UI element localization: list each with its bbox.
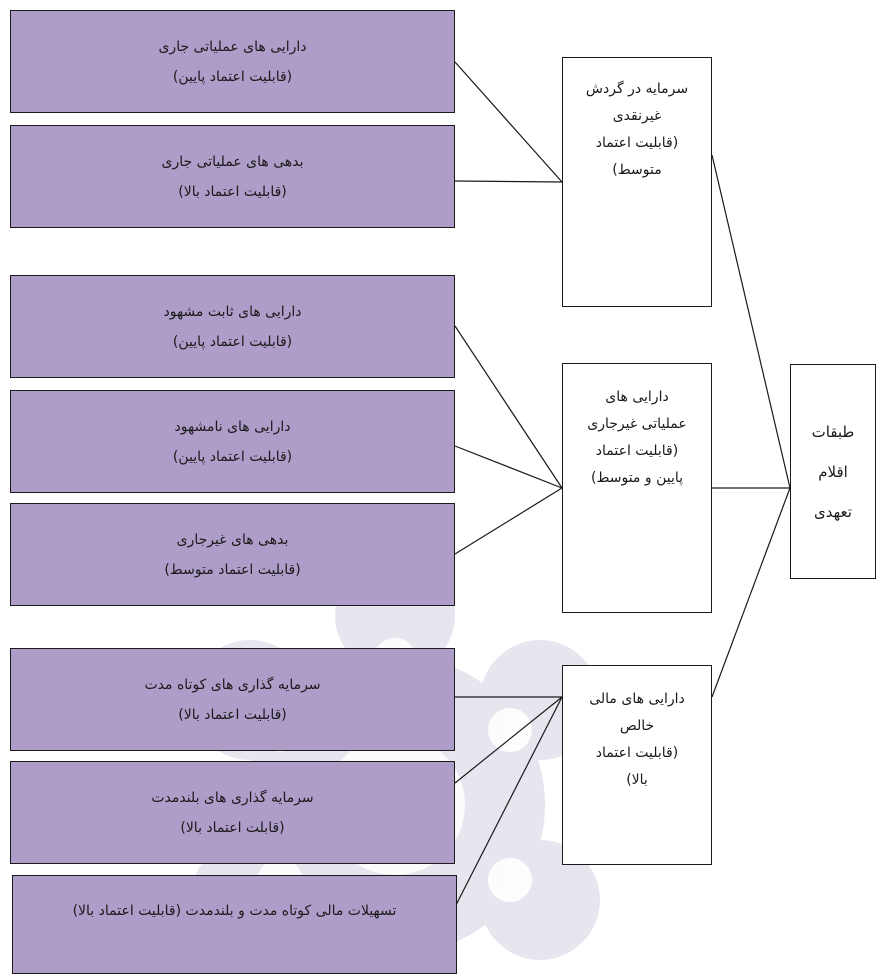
connector-line <box>454 696 563 908</box>
middle-non-current-operating-assets: دارایی های عملیاتی غیرجاری (قابلیت اعتما… <box>562 363 712 613</box>
middle-line: (قابلیت اعتماد <box>595 135 679 151</box>
leaf-subtitle: (قابلیت اعتماد پایین) <box>172 68 293 85</box>
leaf-long-term-investments: سرمایه گذاری های بلندمدت (قابلت اعتماد ب… <box>10 761 455 864</box>
leaf-subtitle: (قابلیت اعتماد پایین) <box>172 448 293 465</box>
leaf-subtitle: (قابلیت اعتماد بالا) <box>178 183 287 200</box>
middle-line: عملیاتی غیرجاری <box>587 416 687 432</box>
middle-line: دارایی های مالی <box>589 691 685 707</box>
leaf-subtitle: (قابلیت اعتماد پایین) <box>172 333 293 350</box>
middle-line: سرمایه در گردش <box>585 81 689 97</box>
connector-line <box>454 61 563 183</box>
leaf-non-current-liabilities: بدهی های غیرجاری (قابلیت اعتماد متوسط) <box>10 503 455 606</box>
leaf-short-term-investments: سرمایه گذاری های کوتاه مدت (قابلیت اعتما… <box>10 648 455 751</box>
middle-line: دارایی های <box>605 389 669 405</box>
connector-line <box>711 487 791 698</box>
leaf-tangible-fixed-assets: دارایی های ثابت مشهود (قابلیت اعتماد پای… <box>10 275 455 378</box>
middle-net-financial-assets: دارایی های مالی خالص (قابلیت اعتماد بالا… <box>562 665 712 865</box>
middle-line: متوسط) <box>612 162 662 178</box>
leaf-title: دارایی های ثابت مشهود <box>163 303 302 320</box>
middle-line: خالص <box>619 718 655 734</box>
leaf-title: دارایی های عملیاتی جاری <box>158 38 307 55</box>
connector-line <box>454 696 563 784</box>
middle-line: پایین و متوسط) <box>590 470 684 486</box>
connector-line <box>711 154 791 489</box>
middle-line: بالا) <box>626 772 648 788</box>
connector-line <box>454 445 563 489</box>
leaf-current-operating-assets: دارایی های عملیاتی جاری (قابلیت اعتماد پ… <box>10 10 455 113</box>
leaf-title: سرمایه گذاری های بلندمدت <box>151 789 314 806</box>
root-line: تعهدی <box>814 502 852 521</box>
leaf-subtitle: (قابلیت اعتماد متوسط) <box>164 561 301 578</box>
connector-line <box>454 325 563 489</box>
leaf-subtitle: (قابلت اعتماد بالا) <box>180 819 285 836</box>
leaf-title: سرمایه گذاری های کوتاه مدت <box>144 676 321 693</box>
connector-line <box>454 487 563 555</box>
root-line: اقلام <box>818 462 848 481</box>
middle-line: (قابلیت اعتماد <box>595 745 679 761</box>
root-line: طبقات <box>811 422 855 441</box>
leaf-title: دارایی های نامشهود <box>174 418 291 435</box>
leaf-intangible-assets: دارایی های نامشهود (قابلیت اعتماد پایین) <box>10 390 455 493</box>
leaf-title: بدهی های عملیاتی جاری <box>161 153 304 170</box>
leaf-title: تسهیلات مالی کوتاه مدت و بلندمدت (قابلیت… <box>72 903 397 919</box>
root-accrual-categories: طبقات اقلام تعهدی <box>790 364 876 579</box>
leaf-subtitle: (قابلیت اعتماد بالا) <box>178 706 287 723</box>
leaf-current-operating-liabilities: بدهی های عملیاتی جاری (قابلیت اعتماد بال… <box>10 125 455 228</box>
connector-line <box>454 180 563 183</box>
leaf-financial-facilities: تسهیلات مالی کوتاه مدت و بلندمدت (قابلیت… <box>12 875 457 974</box>
middle-line: (قابلیت اعتماد <box>595 443 679 459</box>
middle-line: غیرنقدی <box>612 108 662 124</box>
leaf-title: بدهی های غیرجاری <box>176 531 289 548</box>
middle-non-cash-working-capital: سرمایه در گردش غیرنقدی (قابلیت اعتماد مت… <box>562 57 712 307</box>
